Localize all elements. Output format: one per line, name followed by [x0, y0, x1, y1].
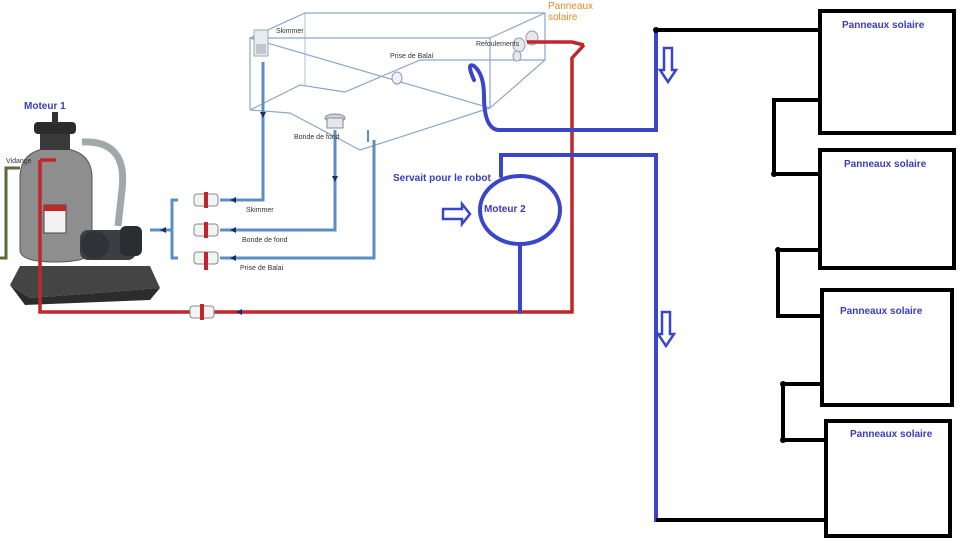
bonde-fond-top-label: Bonde de fond — [294, 134, 340, 141]
moteur-2-label: Moteur 2 — [484, 204, 526, 215]
refoulements-label: Refoulements — [476, 41, 520, 48]
skimmer-valve-label: Skimmer — [246, 207, 274, 214]
sand-filter — [19, 112, 93, 263]
servait-robot-label: Servait pour le robot — [393, 173, 491, 184]
panneaux-solaire-orange-label: Panneaux solaire — [548, 1, 594, 23]
downflow-arrows — [655, 46, 679, 349]
moteur-1-label: Moteur 1 — [24, 101, 66, 112]
bonde-fond-fitting — [324, 113, 346, 129]
pool-basin — [248, 12, 546, 151]
solar-panel-4 — [824, 419, 952, 538]
moteur-2-outline — [478, 174, 562, 246]
panel-4-label: Panneaux solaire — [850, 429, 933, 440]
solar-panel-2 — [818, 148, 956, 270]
return-pipes — [38, 40, 586, 314]
pump-motor — [10, 226, 160, 305]
skimmer-fitting — [253, 29, 269, 57]
solar-panel-1 — [818, 9, 956, 135]
flow-arrows-suction — [160, 112, 338, 261]
return-flow-arrow — [236, 309, 242, 315]
bonde-fond-valve-label: Bonde de fond — [242, 237, 288, 244]
prise-balai-fitting — [391, 71, 403, 85]
panel-3-label: Panneaux solaire — [840, 306, 923, 317]
solar-feed-pipes — [468, 28, 822, 522]
filter-hose — [81, 138, 127, 227]
panel-connections — [656, 28, 826, 522]
panel-joints — [653, 27, 786, 443]
robot-arrow — [441, 200, 472, 228]
panel-1-label: Panneaux solaire — [842, 20, 925, 31]
vidange-pipe — [0, 166, 20, 260]
prise-balai-valve-label: Prise de Balai — [240, 265, 284, 272]
suction-valves — [193, 192, 219, 270]
skimmer-top-label: Skimmer — [276, 28, 304, 35]
solar-panel-3 — [820, 288, 954, 407]
panel-2-label: Panneaux solaire — [844, 159, 927, 170]
vidange-label: Vidange — [6, 158, 32, 165]
prise-balai-top-label: Prise de Balai — [390, 53, 434, 60]
return-valve — [189, 304, 215, 320]
